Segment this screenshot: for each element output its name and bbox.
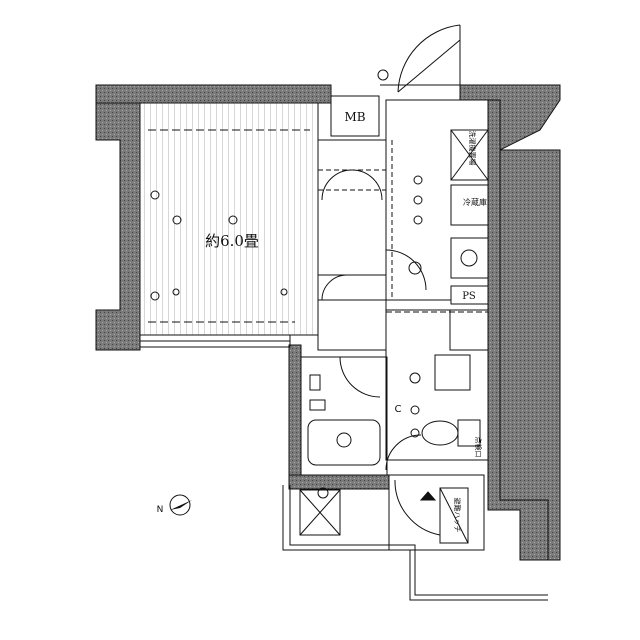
ps-shaft: PS: [450, 285, 489, 305]
lower-balcony: [282, 485, 548, 601]
bathroom: [300, 356, 388, 476]
exterior-walls: [95, 84, 561, 561]
fridge-label: 冷蔵庫: [463, 197, 487, 207]
closet-c-label: C: [395, 404, 402, 415]
compass-n-label: N: [157, 505, 164, 515]
closet: [317, 139, 387, 351]
kitchen-area: [385, 99, 489, 301]
wet-area: C: [385, 309, 489, 471]
main-room: 約6.0畳: [139, 102, 319, 336]
mb-closet: MB: [330, 95, 380, 137]
mb-label: MB: [344, 110, 365, 124]
entrance-hall: [388, 474, 485, 551]
ps-label: PS: [462, 291, 476, 302]
balcony-strip: [139, 334, 291, 348]
entrance-door: [377, 24, 461, 93]
hatch-label: 避難ハッチ: [453, 498, 462, 533]
room-size-label: 約6.0畳: [205, 232, 259, 250]
inspection-label: 点検口: [474, 437, 483, 458]
compass-icon: N: [157, 494, 192, 516]
washer-label: 洗濯機置場: [468, 131, 477, 166]
